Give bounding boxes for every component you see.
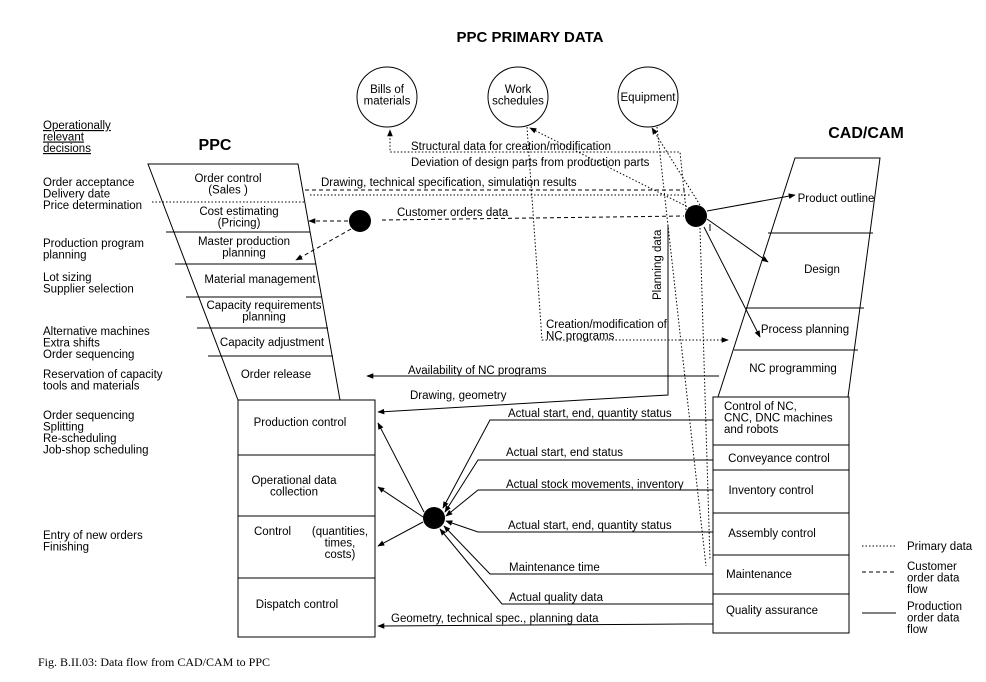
cad-design: Design — [804, 264, 840, 276]
flow-actual-4: Actual start, end, quantity status — [508, 520, 672, 532]
flow-customer-orders: Customer orders data — [397, 207, 509, 219]
cam-maintenance: Maintenance — [726, 569, 792, 581]
cam-assembly-control: Assembly control — [728, 528, 816, 540]
ppc-capacity-adjustment: Capacity adjustment — [220, 337, 325, 349]
cad-process-planning: Process planning — [761, 324, 849, 336]
production-order-flows — [366, 193, 796, 629]
ppc-cost-estimating: Cost estimating(Pricing) — [199, 206, 278, 230]
cam-inventory-control: Inventory control — [728, 485, 813, 497]
ppc-order-release: Order release — [241, 369, 311, 381]
legend-primary-data: Primary data — [907, 541, 973, 553]
ppc-production-control: Production control — [254, 417, 347, 429]
ppc-control: Control — [254, 526, 291, 538]
customer-order-flows — [295, 215, 685, 261]
cad-nc-programming: NC programming — [749, 363, 837, 375]
ppc-heading: PPC — [199, 137, 232, 154]
flow-drawing-geometry: Drawing, geometry — [410, 390, 507, 402]
svg-text:Equipment: Equipment — [621, 92, 677, 104]
ppc-dispatch-control: Dispatch control — [256, 599, 338, 611]
flow-labels: Structural data for creation/modificatio… — [321, 141, 684, 625]
ppc-upper-funnel: Order control(Sales ) Cost estimating(Pr… — [147, 163, 341, 401]
primary-data-flows — [305, 126, 729, 567]
diagram-title: PPC PRIMARY DATA — [457, 29, 604, 46]
flow-quality-data: Actual quality data — [509, 592, 604, 604]
ppc-order-control: Order control(Sales ) — [194, 173, 261, 197]
shopfloor-node — [423, 507, 445, 529]
flow-deviation: Deviation of design parts from productio… — [411, 157, 650, 169]
ppc-node — [349, 210, 371, 232]
flow-actual-2: Actual start, end status — [506, 447, 623, 459]
flow-geometry-spec: Geometry, technical spec., planning data — [391, 613, 599, 625]
cadcam-heading: CAD/CAM — [828, 125, 904, 142]
flow-planning-data: Planning data — [652, 229, 664, 300]
flow-drawing-spec: Drawing, technical specification, simula… — [321, 177, 577, 189]
figure-caption: Fig. B.II.03: Data flow from CAD/CAM to … — [38, 655, 270, 669]
cam-quality-assurance: Quality assurance — [726, 605, 818, 617]
cadcam-upper-trapezoid: Product outline Design Process planning … — [717, 157, 881, 398]
primary-data-equipment: Equipment — [617, 66, 679, 128]
flow-maintenance-time: Maintenance time — [509, 562, 600, 574]
cad-product-outline: Product outline — [798, 193, 875, 205]
flow-actual-1: Actual start, end, quantity status — [508, 408, 672, 420]
cam-conveyance-control: Conveyance control — [728, 453, 830, 465]
flow-structural-data: Structural data for creation/modificatio… — [411, 141, 611, 153]
flow-availability-nc: Availability of NC programs — [408, 365, 547, 377]
cadcam-node — [685, 205, 707, 227]
flow-actual-3: Actual stock movements, inventory — [506, 479, 684, 491]
ppc-control-details: (quantities,times,costs) — [312, 526, 368, 561]
ppc-material-management: Material management — [204, 274, 316, 286]
